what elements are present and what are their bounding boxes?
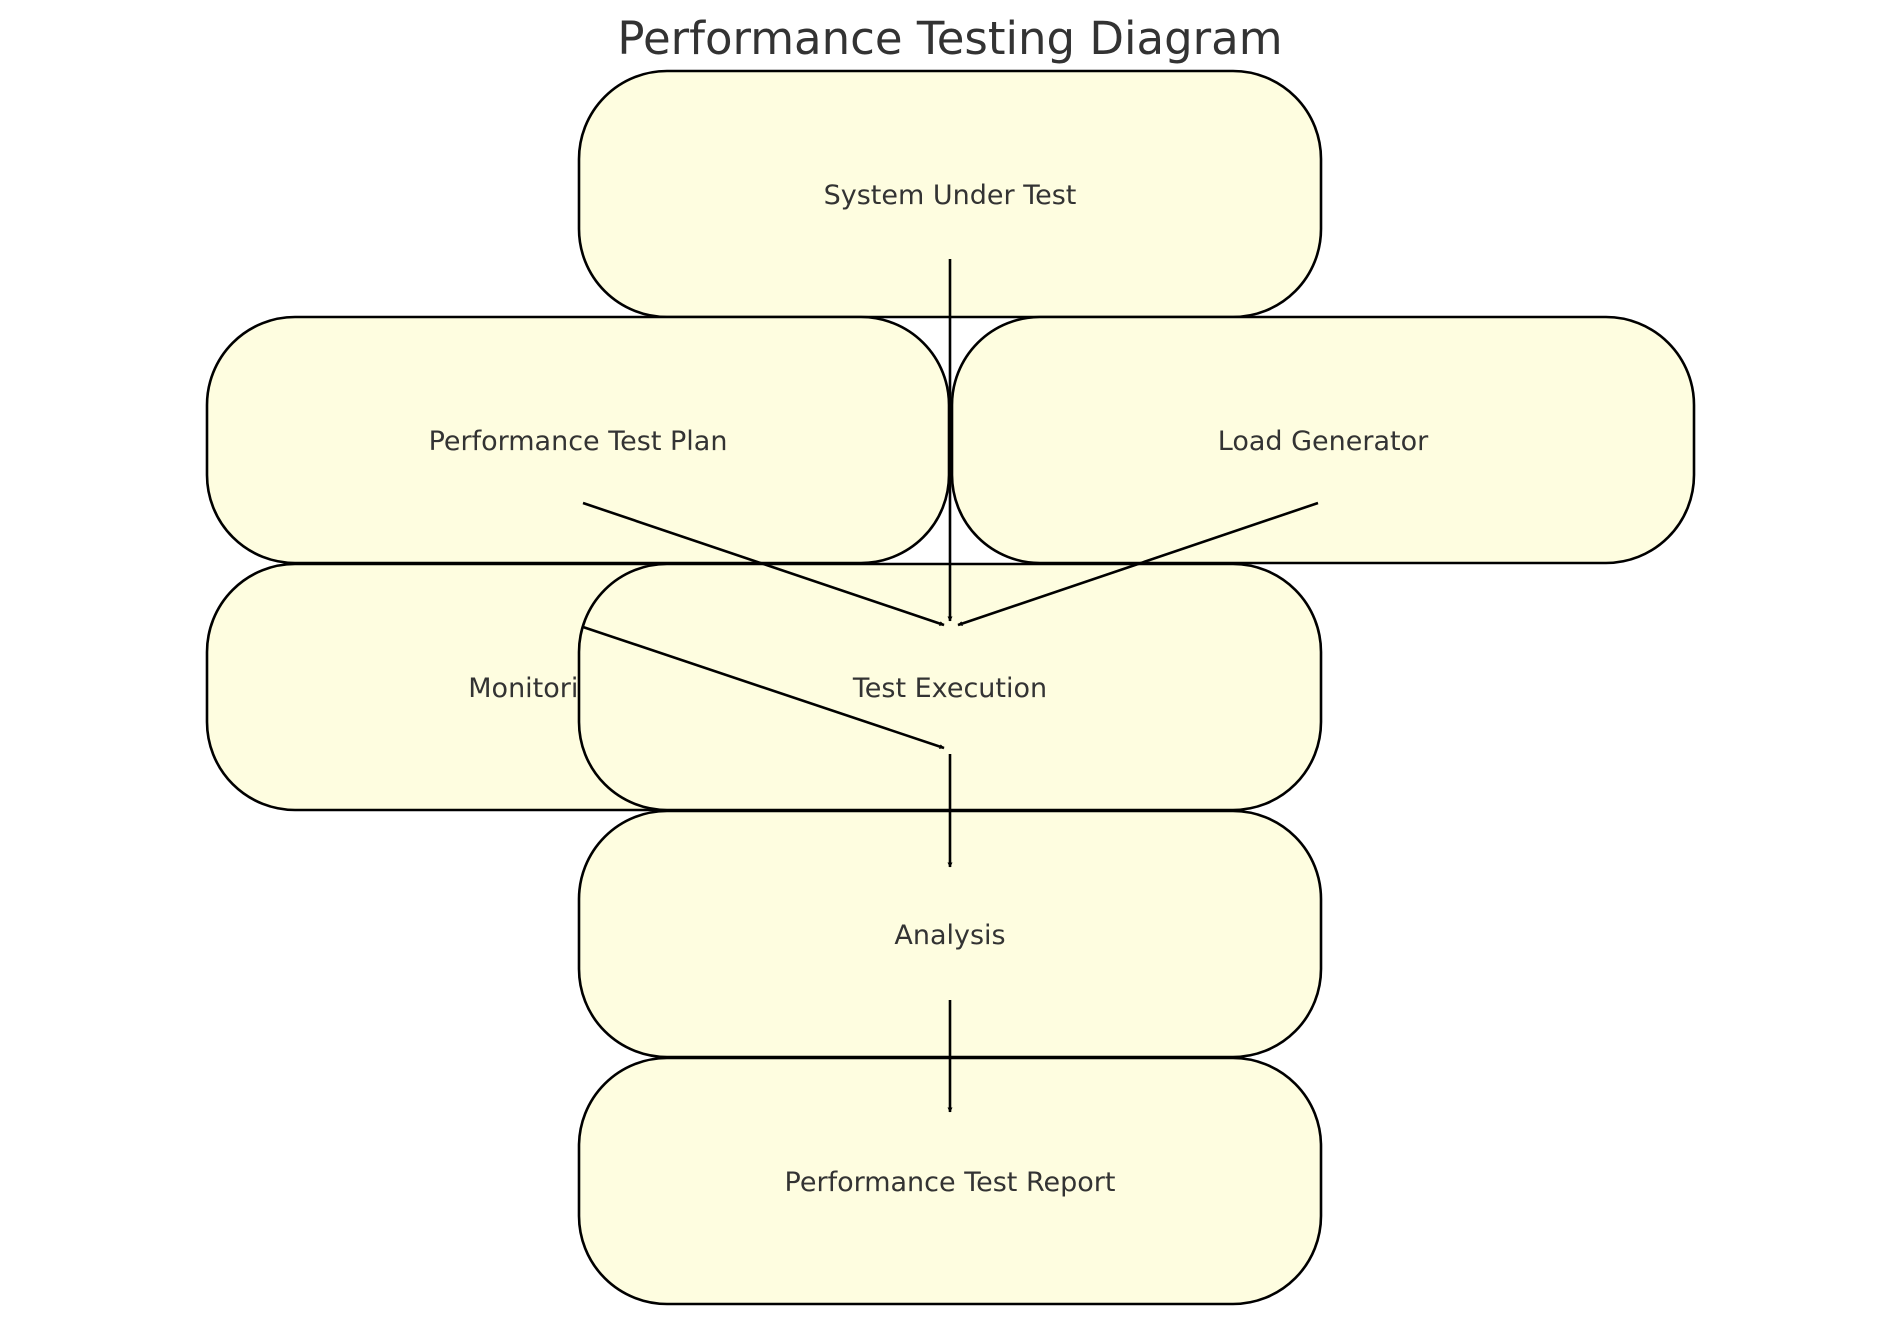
node-load: Load Generator — [950, 315, 1696, 565]
node-sut: System Under Test — [577, 69, 1323, 319]
node-label-exec: Test Execution — [852, 673, 1047, 704]
edge-arrow-load-exec — [957, 501, 1319, 627]
node-label-analysis: Analysis — [894, 920, 1005, 951]
node-label-load: Load Generator — [1218, 426, 1429, 457]
node-exec: Test Execution — [577, 562, 1323, 812]
node-box-load — [950, 315, 1696, 565]
node-label-report: Performance Test Report — [785, 1167, 1116, 1198]
edge-arrow-plan-exec — [582, 501, 945, 627]
edges-layer — [582, 259, 1319, 1113]
node-label-plan: Performance Test Plan — [429, 426, 728, 457]
edge-arrow-monitor-exec — [582, 625, 945, 750]
diagram-title: Performance Testing Diagram — [617, 12, 1282, 65]
node-label-sut: System Under Test — [824, 180, 1077, 211]
node-plan: Performance Test Plan — [205, 315, 951, 565]
